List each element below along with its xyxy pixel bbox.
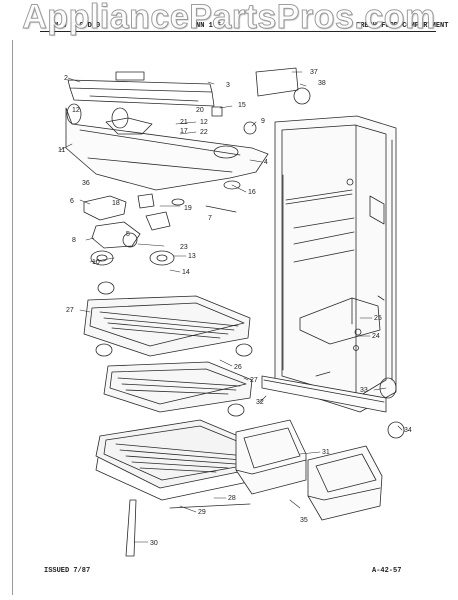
callout-17: 17 <box>180 128 188 135</box>
callout-37: 37 <box>310 69 318 76</box>
header-model: NN 1 5 C 0 <box>196 22 239 30</box>
issued-date: ISSUED 7/87 <box>44 567 91 575</box>
callout-4: 4 <box>264 159 268 166</box>
callout-3: 3 <box>226 82 230 89</box>
callout-22: 22 <box>200 129 208 136</box>
callout-7: 7 <box>208 215 212 222</box>
callout-35: 35 <box>300 517 308 524</box>
callout-20: 20 <box>196 107 204 114</box>
shelves-drawing <box>83 281 263 557</box>
control-parts-drawing <box>83 193 237 266</box>
leader-lines <box>59 71 403 543</box>
callout-16: 16 <box>248 189 256 196</box>
callout-29: 29 <box>198 509 206 516</box>
callout-24: 24 <box>372 333 380 340</box>
callout-23: 23 <box>180 244 188 251</box>
callout-8: 8 <box>72 237 76 244</box>
callout-28: 28 <box>228 495 236 502</box>
header-left-code: M 0 C 0 D 0 <box>54 22 101 30</box>
callout-31: 31 <box>322 449 330 456</box>
callout-27: 27 <box>250 377 258 384</box>
callout-25: 25 <box>374 315 382 322</box>
callout-38: 38 <box>318 80 326 87</box>
callout-27: 27 <box>66 307 74 314</box>
callout-36: 36 <box>82 180 90 187</box>
callout-19: 19 <box>184 205 192 212</box>
callout-5: 5 <box>126 231 130 238</box>
callout-34: 34 <box>404 427 412 434</box>
callout-11: 11 <box>58 147 65 154</box>
callout-13: 13 <box>188 253 196 260</box>
callout-6: 6 <box>70 198 74 205</box>
callout-33: 33 <box>360 387 368 394</box>
callout-10: 10 <box>92 259 100 266</box>
control-housing-drawing <box>65 67 311 191</box>
header-rule <box>40 31 436 33</box>
callout-30: 30 <box>150 540 158 547</box>
callout-12: 12 <box>200 119 208 126</box>
callout-2: 2 <box>64 75 68 82</box>
scan-edge-line <box>12 40 13 595</box>
callout-12: 12 <box>72 107 80 114</box>
callout-9: 9 <box>261 118 265 125</box>
diagram-code: A-42-57 <box>372 567 402 575</box>
callout-14: 14 <box>182 269 190 276</box>
callout-26: 26 <box>234 364 242 371</box>
callout-15: 15 <box>238 102 246 109</box>
callout-21: 21 <box>180 119 188 126</box>
crisper-drawing <box>235 371 405 521</box>
header-section-title: FRESH FOOD COMPARTMENT <box>356 22 449 30</box>
cabinet-liner-drawing <box>274 115 397 413</box>
callout-18: 18 <box>112 200 120 207</box>
callout-32: 32 <box>256 399 264 406</box>
